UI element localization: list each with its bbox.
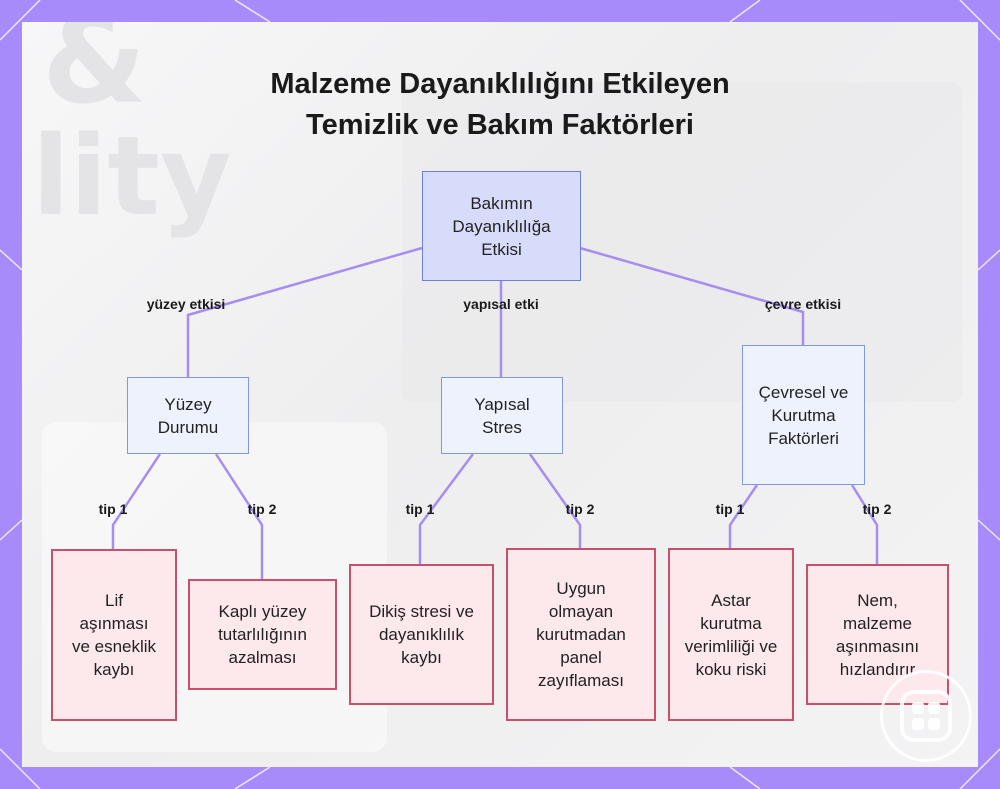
category-node-yapisal: Yapısal Stres <box>441 377 563 454</box>
category-label-cevre: Çevresel ve Kurutma Faktörleri <box>758 382 849 448</box>
app-grid-icon <box>900 690 952 742</box>
leaf-node-dikis-stresi: Dikiş stresi ve dayanıklılık kaybı <box>349 564 494 705</box>
edge-label-tip1-b: tip 1 <box>405 501 435 517</box>
leaf-label-dikis-stresi: Dikiş stresi ve dayanıklılık kaybı <box>369 602 474 667</box>
leaf-label-nem: Nem, malzeme aşınmasını hızlandırır <box>835 590 920 679</box>
root-node-label: Bakımın Dayanıklılığa Etkisi <box>452 193 551 259</box>
leaf-node-astar-kurutma: Astar kurutma verimliliği ve koku riski <box>668 548 794 721</box>
edge-yapisal-tip1 <box>418 453 475 565</box>
leaf-node-kapli-yuzey: Kaplı yüzey tutarlılığının azalması <box>188 579 337 690</box>
leaf-node-panel-zayiflamasi: Uygun olmayan kurutmadan panel zayıflama… <box>506 548 656 721</box>
leaf-node-lif-asinmasi: Lif aşınması ve esneklik kaybı <box>51 549 177 721</box>
title-line-2: Temizlik ve Bakım Faktörleri <box>306 109 694 141</box>
edge-label-yuzey-etkisi: yüzey etkisi <box>146 296 226 312</box>
edge-yuzey-tip2 <box>214 453 264 580</box>
edge-cevre-tip2 <box>850 484 879 565</box>
leaf-label-kapli-yuzey: Kaplı yüzey tutarlılığının azalması <box>218 602 307 667</box>
category-label-yuzey: Yüzey Durumu <box>157 394 219 437</box>
category-node-cevre: Çevresel ve Kurutma Faktörleri <box>742 345 865 485</box>
edge-label-tip2-c: tip 2 <box>862 501 892 517</box>
leaf-label-lif-asinmasi: Lif aşınması ve esneklik kaybı <box>71 591 157 679</box>
edge-root-to-yuzey <box>186 246 423 377</box>
title-line-1: Malzeme Dayanıklılığını Etkileyen <box>270 68 730 100</box>
watermark-badge <box>880 670 972 762</box>
edge-root-to-cevre <box>579 246 805 345</box>
diagram-title: Malzeme Dayanıklılığını Etkileyen Temizl… <box>200 64 800 146</box>
edge-cevre-tip1 <box>728 484 759 549</box>
edge-label-tip2-a: tip 2 <box>247 501 277 517</box>
leaf-label-panel-zayiflamasi: Uygun olmayan kurutmadan panel zayıflama… <box>536 579 626 690</box>
background-ampersand: & <box>42 22 147 131</box>
root-node: Bakımın Dayanıklılığa Etkisi <box>422 171 581 281</box>
edge-label-yapisal-etki: yapısal etki <box>463 296 539 312</box>
category-node-yuzey: Yüzey Durumu <box>127 377 249 454</box>
edge-yuzey-tip1 <box>111 453 162 550</box>
background-fragment: lity <box>32 112 232 240</box>
edge-label-tip1-a: tip 1 <box>98 501 128 517</box>
leaf-label-astar-kurutma: Astar kurutma verimliliği ve koku riski <box>684 590 778 679</box>
edge-label-tip1-c: tip 1 <box>715 501 745 517</box>
edge-label-cevre-etkisi: çevre etkisi <box>764 296 842 312</box>
edge-label-tip2-b: tip 2 <box>565 501 595 517</box>
category-label-yapisal: Yapısal Stres <box>474 394 530 437</box>
edge-yapisal-tip2 <box>528 453 582 549</box>
